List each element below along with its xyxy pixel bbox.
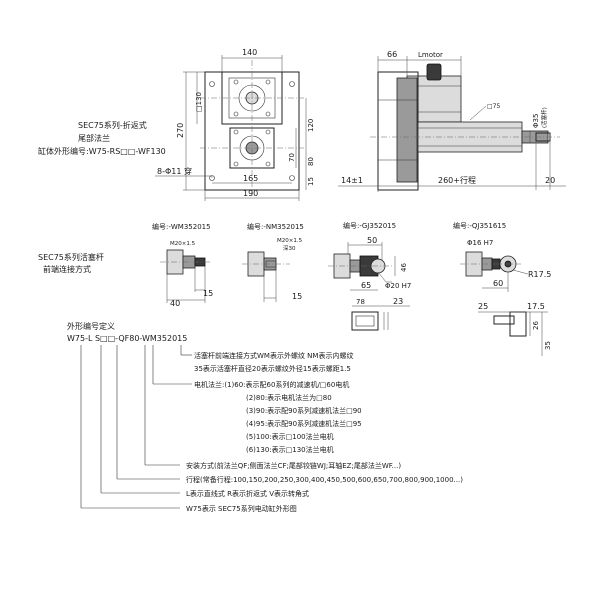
rod-end-qj-r: R17.5 — [528, 270, 551, 279]
rod-end-wm: 编号:-WM352015 M20×1.5 40 15 — [152, 222, 213, 308]
dim-165: 165 — [243, 174, 258, 183]
dim-stroke: 260+行程 — [438, 175, 476, 185]
dim-lmotor: Lmotor — [418, 51, 443, 59]
rod-end-qj-26: 26 — [532, 321, 540, 330]
rod-series-title-1: SEC75系列活塞杆 — [38, 252, 104, 262]
front-view: 140 □130 270 120 80 70 15 165 190 8-Φ11 … — [155, 48, 315, 201]
def-line-8: 安装方式(前法兰QF;侧面法兰CF;尾部铰链WJ;耳轴EZ;尾部法兰WF...) — [186, 461, 401, 470]
dim-70: 70 — [288, 153, 296, 162]
def-line-0: 活塞杆前端连接方式WM表示外螺纹 NM表示内螺纹 — [194, 351, 353, 360]
rod-end-nm-thread: M20×1.5 — [277, 238, 303, 244]
rod-end-qj-175: 17.5 — [527, 302, 545, 311]
dim-14: 14±1 — [341, 176, 363, 185]
dim-190: 190 — [243, 189, 258, 198]
def-line-6: (5)100:表示□100法兰电机 — [246, 432, 334, 441]
rod-end-gj-46: 46 — [400, 263, 408, 272]
def-line-3: (2)80:表示电机法兰为□80 — [246, 393, 332, 402]
dim-15: 15 — [307, 177, 315, 186]
series-title-line-3: 缸体外形编号:W75-RS□□-WF130 — [38, 146, 166, 156]
dim-square-75: □75 — [487, 103, 500, 110]
side-view: 66 Lmotor □75 Φ35 (活塞杆) 14±1 260+行程 20 — [338, 50, 566, 192]
rod-end-gj-65: 65 — [361, 281, 371, 290]
def-line-11: W75表示 SEC75系列电动缸外形图 — [186, 504, 297, 513]
definition-code: W75-L S□□-QF80-WM352015 — [67, 334, 187, 343]
dim-phi-35: Φ35 — [532, 114, 540, 128]
rod-end-nm: 编号:-NM352015 M20×1.5 深30 15 — [242, 222, 304, 302]
rod-end-wm-thread: M20×1.5 — [170, 241, 196, 247]
rod-end-qj-35: 35 — [544, 341, 552, 350]
top-series-title: SEC75系列-折返式 尾部法兰 缸体外形编号:W75-RS□□-WF130 — [38, 120, 166, 156]
def-line-2: 电机法兰:(1)60:表示配60系列的减速机/□60电机 — [194, 380, 349, 389]
series-title-line-1: SEC75系列-折返式 — [78, 120, 147, 130]
rod-end-qj: 编号:-QJ351615 Φ16 H7 R17.5 60 25 17.5 26 … — [453, 221, 552, 356]
rod-end-gj-78: 78 — [356, 298, 365, 306]
def-line-1: 35表示活塞杆直径20表示螺纹外径15表示螺距1.5 — [194, 364, 351, 373]
rod-end-gj-50: 50 — [367, 236, 377, 245]
series-title-line-2: 尾部法兰 — [78, 133, 110, 143]
rod-end-wm-40: 40 — [170, 299, 180, 308]
rod-end-nm-15: 15 — [292, 292, 302, 301]
def-line-9: 行程(常备行程:100,150,200,250,300,400,450,500,… — [186, 475, 463, 484]
rod-end-qj-60: 60 — [493, 279, 503, 288]
rod-end-wm-15: 15 — [203, 289, 213, 298]
rod-end-gj-pin: Φ20 H7 — [385, 282, 411, 290]
rod-end-wm-code: 编号:-WM352015 — [152, 222, 211, 231]
dim-66: 66 — [387, 50, 397, 59]
def-line-4: (3)90:表示配90系列减速机法兰□90 — [246, 406, 362, 415]
dim-20: 20 — [545, 176, 555, 185]
def-line-10: L表示直线式 R表示折返式 V表示转角式 — [186, 489, 309, 498]
dim-120: 120 — [307, 119, 315, 132]
code-definition: 外形编号定义 W75-L S□□-QF80-WM352015 活塞杆前端连接方式… — [67, 321, 463, 513]
rod-end-nm-depth: 深30 — [283, 244, 296, 252]
rod-end-qj-pin: Φ16 H7 — [467, 239, 493, 247]
dim-140: 140 — [242, 48, 257, 57]
def-line-5: (4)95:表示配90系列减速机法兰□95 — [246, 419, 362, 428]
rod-end-gj-code: 编号:-GJ352015 — [343, 221, 396, 230]
dim-130: □130 — [195, 92, 203, 112]
rod-end-qj-code: 编号:-QJ351615 — [453, 221, 506, 230]
rod-end-qj-25: 25 — [478, 302, 488, 311]
definition-title: 外形编号定义 — [67, 321, 115, 331]
rod-end-nm-code: 编号:-NM352015 — [247, 222, 304, 231]
hole-note: 8-Φ11 穿 — [157, 166, 192, 176]
rod-end-section: SEC75系列活塞杆 前端连接方式 编号:-WM352015 M20×1.5 4… — [38, 221, 552, 356]
dim-rod-note: (活塞杆) — [540, 107, 548, 128]
dim-270: 270 — [176, 123, 185, 138]
rod-end-gj-23: 23 — [393, 297, 403, 306]
def-line-7: (6)130:表示□130法兰电机 — [246, 445, 334, 454]
rod-series-title-2: 前端连接方式 — [43, 264, 91, 274]
rod-end-gj: 编号:-GJ352015 50 46 65 Φ20 H7 78 23 — [328, 221, 411, 331]
dim-80: 80 — [307, 157, 315, 166]
